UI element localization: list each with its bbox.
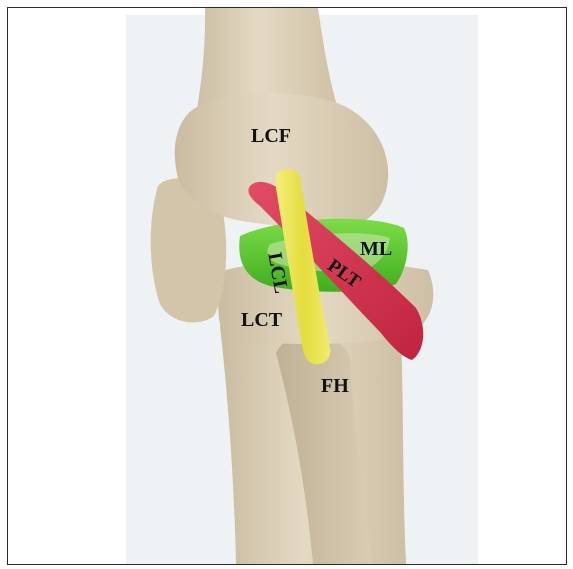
label-lct: LCT — [241, 310, 282, 330]
label-ml: ML — [360, 239, 392, 259]
label-lcf: LCF — [251, 126, 291, 146]
label-fh: FH — [321, 376, 349, 396]
figure-frame: LCF ML LCL PLT LCT FH — [7, 7, 567, 565]
